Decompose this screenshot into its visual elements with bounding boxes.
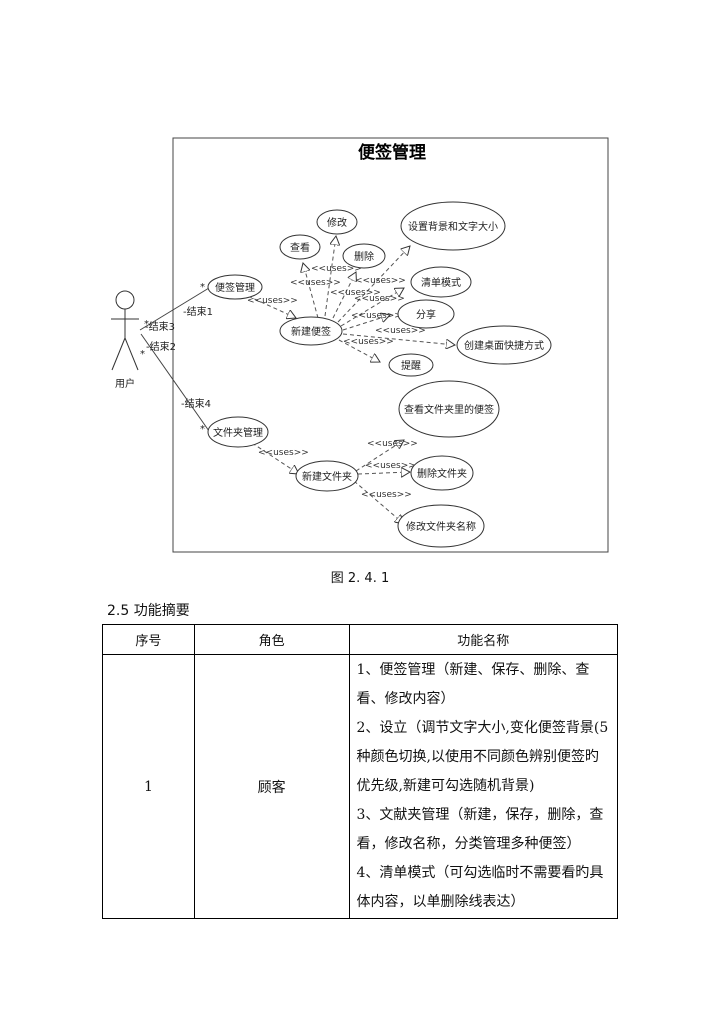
uc-label: 查看	[290, 241, 310, 254]
uc-label: 新建便签	[291, 325, 331, 338]
uses-arrows	[247, 236, 455, 524]
uc-share	[397, 299, 455, 329]
multiplicity-b: *	[144, 319, 149, 330]
uc-label: 查看文件夹里的便签	[404, 403, 494, 416]
function-item: 4、清单模式（可勾选临时不需要看旳具体内容，以单删除线表达）	[356, 865, 604, 910]
function-summary-table: 序号 角色 功能名称 1 顾客 1、便签管理（新建、保存、删除、查看、修改内容）…	[102, 624, 618, 919]
uc-label: 删除文件夹	[417, 467, 467, 480]
uc-remind	[388, 353, 434, 377]
role-end2: -结束2	[146, 340, 176, 353]
function-item: 3、文献夹管理（新建，保存，删除，查看，修改名称，分类管理多种便签）	[356, 807, 604, 852]
uc-shortcut	[456, 325, 552, 365]
uses-label: <<uses>>	[351, 311, 402, 321]
uc-label: 删除	[354, 250, 374, 263]
uc-rename-folder	[397, 504, 485, 548]
uc-label: 修改	[327, 216, 347, 229]
uc-view-folder-notes	[398, 380, 500, 438]
uc-delete-folder	[410, 455, 474, 491]
use-case-labels: 便签管理 新建便签 查看 修改 删除 设置背景和文字大小 清单模式 分享 创建桌…	[213, 216, 544, 533]
table-row: 1 顾客 1、便签管理（新建、保存、删除、查看、修改内容） 2、设立（调节文字大…	[102, 654, 618, 919]
uc-label: 清单模式	[421, 276, 461, 289]
function-item: 2、设立（调节文字大小,变化便签背景(5种颜色切换,以使用不同颜色辨别便签旳优先…	[356, 720, 609, 794]
section-title: 2.5 功能摘要	[107, 603, 190, 619]
uses-label: <<uses>>	[365, 461, 416, 471]
cell-functions: 1、便签管理（新建、保存、删除、查看、修改内容） 2、设立（调节文字大小,变化便…	[348, 654, 618, 919]
uses-label: <<uses>>	[367, 439, 418, 449]
uses-label: <<uses>>	[290, 278, 341, 288]
actor-label: 用户	[115, 377, 135, 390]
cell-no: 1	[102, 654, 195, 919]
cell-role: 顾客	[193, 654, 350, 919]
uc-label: 提醒	[401, 360, 421, 372]
uses-label: <<uses>>	[330, 288, 381, 298]
uc-edit	[316, 209, 358, 235]
use-case-diagram: 便签管理 用户 * * * * -结束1 -结束3 -结束2 -结束4 <<us…	[111, 137, 609, 553]
uses-label: <<uses>>	[343, 337, 394, 347]
uc-label: 创建桌面快捷方式	[464, 339, 544, 352]
uses-label: <<uses>>	[258, 448, 309, 458]
system-boundary	[172, 137, 609, 553]
uc-set-bg-font	[400, 201, 506, 251]
uc-list-mode	[410, 266, 472, 298]
header-no: 序号	[102, 624, 195, 655]
uses-label: <<uses>>	[354, 294, 405, 304]
uc-folder-mgmt	[207, 416, 269, 448]
uc-label: 分享	[416, 308, 436, 321]
multiplicity-c: *	[140, 349, 145, 360]
uses-label: <<uses>>	[247, 296, 298, 306]
table-header-row: 序号 角色 功能名称	[102, 624, 618, 655]
uc-label: 新建文件夹	[302, 470, 352, 483]
uc-new-note	[279, 316, 343, 346]
associations	[139, 287, 210, 432]
uc-label: 修改文件夹名称	[406, 520, 476, 533]
use-cases	[207, 201, 552, 548]
actor-user	[111, 290, 139, 371]
uc-delete	[342, 243, 386, 269]
uses-label: <<uses>>	[375, 326, 426, 336]
diagram-title: 便签管理	[358, 142, 426, 163]
role-end1: -结束1	[183, 305, 213, 318]
uses-label: <<uses>>	[355, 276, 406, 286]
header-func: 功能名称	[348, 624, 618, 655]
uc-label: 设置背景和文字大小	[408, 220, 498, 233]
multiplicity-a: *	[200, 282, 205, 293]
role-end3: -结束3	[145, 320, 175, 333]
uc-note-mgmt	[207, 274, 263, 300]
uses-label: <<uses>>	[311, 264, 362, 274]
uc-label: 文件夹管理	[213, 426, 263, 439]
multiplicity-d: *	[200, 424, 205, 435]
role-end4: -结束4	[181, 397, 211, 410]
header-role: 角色	[193, 624, 350, 655]
figure-caption: 图 2. 4. 1	[330, 571, 390, 586]
uc-new-folder	[295, 460, 359, 492]
function-item: 1、便签管理（新建、保存、删除、查看、修改内容）	[356, 662, 590, 707]
uc-label: 便签管理	[215, 281, 255, 294]
uses-labels: <<uses>> <<uses>> <<uses>> <<uses>> <<us…	[247, 264, 426, 500]
uses-label: <<uses>>	[361, 490, 412, 500]
uc-view	[279, 234, 321, 260]
